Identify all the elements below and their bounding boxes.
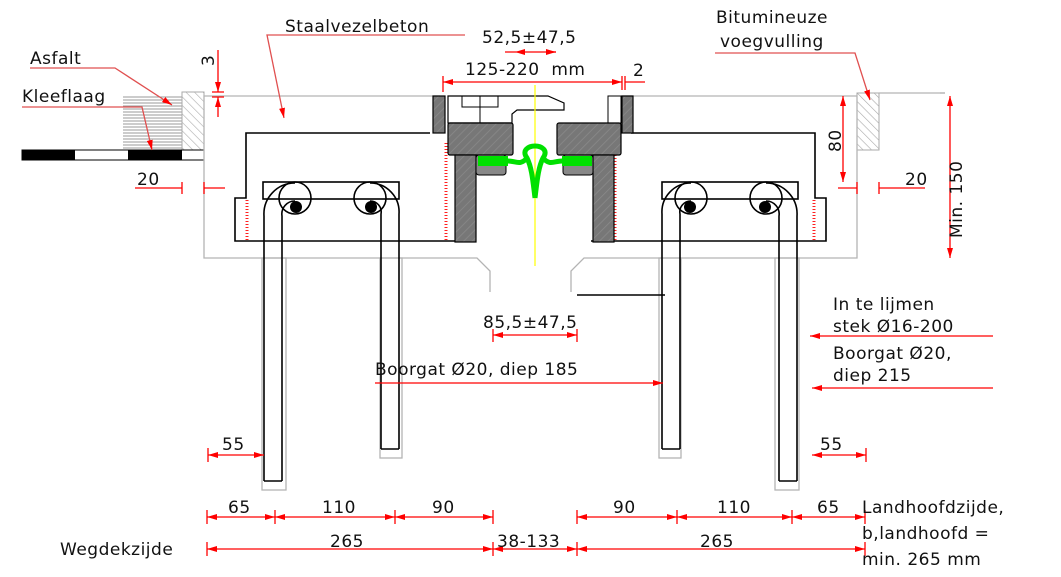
seal-bulb [562,156,592,166]
label-dim-80: 80 [826,129,846,152]
dim-55-ticks [207,448,867,462]
dim-20-left [135,182,225,194]
row1-label: 110 [322,498,356,518]
label-dim-55-left: 55 [222,435,245,455]
annotations: Asfalt Kleeflaag Staalvezelbeton 52,5±47… [22,8,1004,570]
dim-row-2 [206,542,866,556]
dimension-lines [22,34,993,556]
label-landhoofd-1: Landhoofdzijde, [862,498,1004,518]
rebar-dot [365,201,377,213]
leader-asfalt [30,67,173,106]
leader-staalvezelbeton [266,34,465,119]
label-asfalt: Asfalt [30,49,81,69]
row2-label: 265 [330,532,364,552]
row2-label: 38-133 [497,532,560,552]
label-voegvulling: voegvulling [720,32,824,52]
stirrup-bar [369,182,400,449]
label-dim-20-right: 20 [905,170,928,190]
left-web [454,154,477,243]
label-gap-bottom: 85,5±47,5 [483,313,577,333]
right-web [592,154,615,243]
rebar-circle [353,181,387,215]
row1-label: 65 [228,498,251,518]
label-dim-20-left: 20 [137,170,160,190]
label-gap-top: 52,5±47,5 [482,28,576,48]
label-boorgat-left: Boorgat Ø20, diep 185 [375,360,578,380]
label-lijmen-1: In te lijmen [833,295,935,315]
label-kleeflaag: Kleeflaag [22,87,106,107]
label-lijmen-2: stek Ø16-200 [833,317,954,337]
leader-kleeflaag [22,106,153,151]
right-spacer [607,95,622,124]
dim-20-right [838,182,925,194]
cover-plate [447,95,565,124]
rebar-dot [290,201,302,213]
drill-hole [379,257,403,459]
concrete-half-left [203,95,491,491]
right-edge-plate [621,95,634,134]
dim-gap-bottom-ticks [492,329,578,342]
left-block [447,122,514,156]
row2-label: 265 [700,532,734,552]
label-staalvezelbeton: Staalvezelbeton [285,17,429,37]
label-dim-55-right: 55 [820,435,843,455]
drill-hole [261,257,287,491]
rebar-circle [278,181,312,215]
row1-label: 110 [717,498,751,518]
adhesive-stripe [22,150,75,160]
label-dim-2: 2 [633,61,644,81]
row1-label: 65 [817,498,840,518]
bitumen-fill-right [856,92,880,151]
joint-steel-profiles [432,85,634,266]
label-landhoofd-3: min. 265 mm [862,550,981,570]
dim-width-ticks [442,76,645,92]
label-landhoofd-2: b,landhoofd = [862,524,989,544]
left-edge-plate [432,95,446,134]
seal-bulb [478,156,508,166]
dim-3-ticks [212,91,224,98]
label-boorgat-right-2: diep 215 [833,366,912,386]
right-block [556,122,622,156]
label-width-range: 125-220 mm [465,60,585,80]
label-boorgat-right-1: Boorgat Ø20, [833,344,952,364]
dim-row-1 [206,510,866,524]
label-min-150: Min. 150 [947,161,967,238]
row1-label: 90 [613,498,636,518]
rebar-longitudinal-box [262,181,400,200]
asphalt-layer [123,95,182,150]
adhesive-stripe [128,150,182,160]
stirrup-bar [281,200,296,481]
label-bitumineuze: Bitumineuze [716,8,828,28]
label-wegdekzijde: Wegdekzijde [60,540,173,560]
label-dim-3: 3 [199,55,219,66]
existing-concrete-outline [203,95,491,292]
row1-label: 90 [432,498,455,518]
steel-fibre-concrete-outline [234,132,470,242]
bitumen-fill-left [181,91,205,151]
stirrup-bar [263,182,296,481]
rubber-seal [480,143,592,199]
leader-bitumineuze [715,52,871,101]
